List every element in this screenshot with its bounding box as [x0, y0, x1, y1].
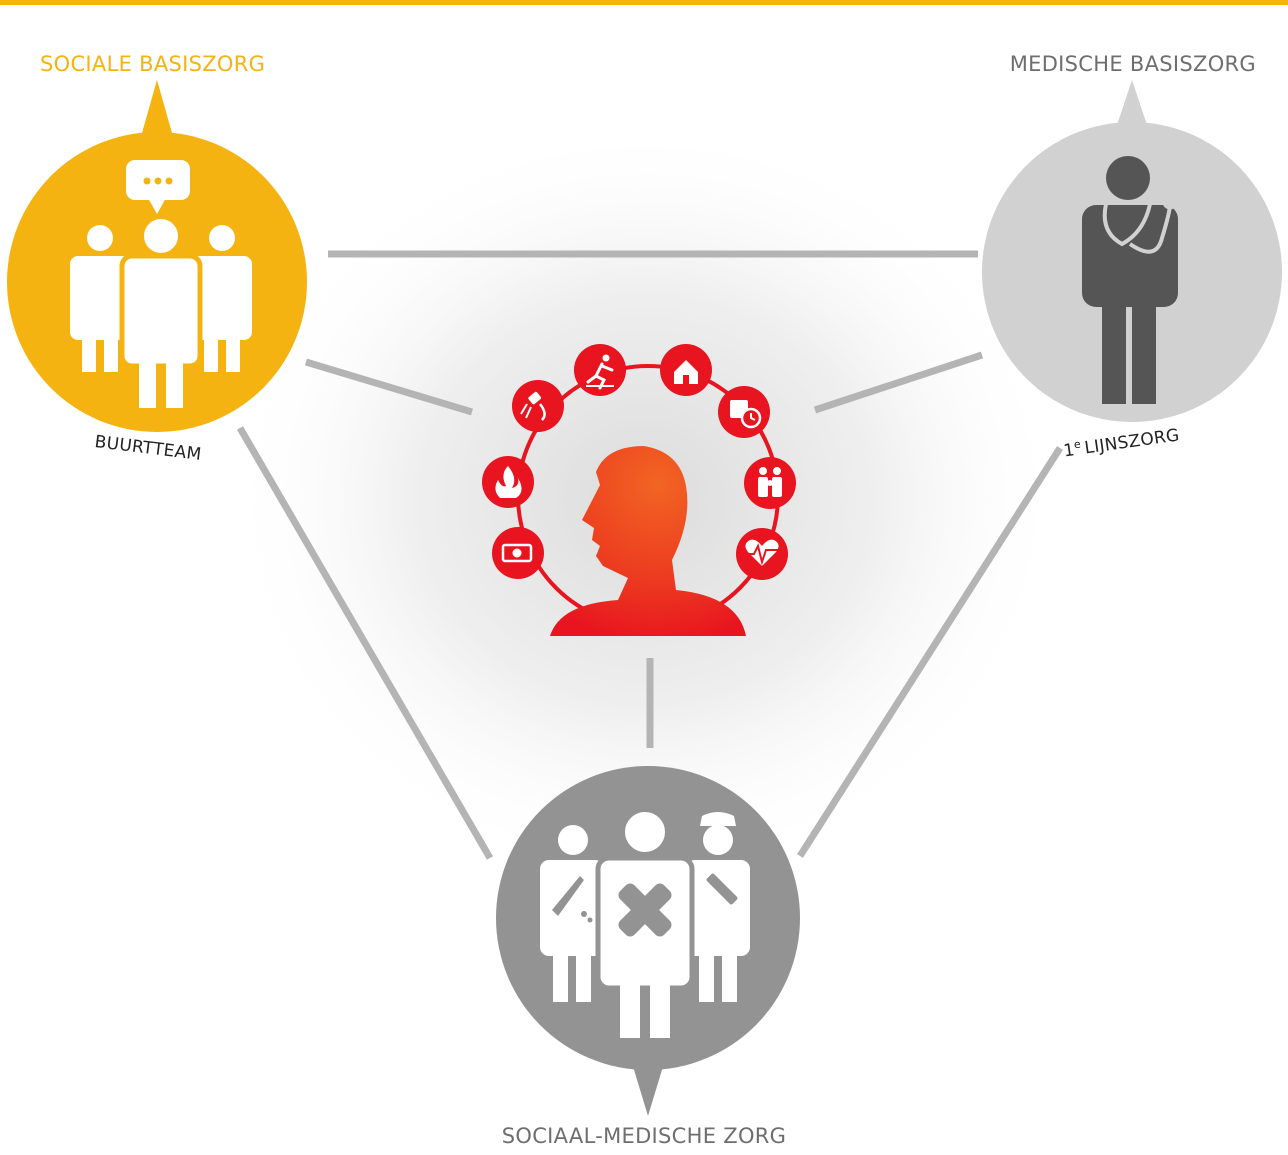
lijnszorg-superscript: e — [1073, 437, 1082, 452]
house-icon — [660, 344, 712, 396]
sociale-basiszorg-label: SOCIALE BASISZORG — [40, 52, 266, 76]
person-head-icon — [550, 446, 746, 636]
center-person-group — [482, 344, 796, 636]
fire-service-icon — [482, 456, 534, 508]
connector-left-bottom — [236, 426, 494, 860]
calendar-clock-icon — [718, 386, 770, 438]
connector-right-center — [813, 351, 984, 414]
doctor-stethoscope-icon — [1082, 156, 1178, 404]
medische-basiszorg-node — [982, 80, 1282, 422]
family-icon — [744, 457, 796, 509]
top-divider — [0, 0, 1288, 5]
shower-icon — [512, 380, 564, 432]
running-man-icon — [574, 344, 626, 396]
connector-right-bottom — [797, 446, 1063, 858]
sociaal-medische-zorg-node — [496, 766, 800, 1116]
money-icon — [492, 527, 544, 579]
team-chat-icon — [70, 160, 252, 408]
connector-lines — [236, 250, 1063, 860]
sociaal-medische-zorg-label: SOCIAAL-MEDISCHE ZORG — [501, 1124, 787, 1148]
heartbeat-icon — [736, 528, 788, 580]
sociale-basiszorg-node — [7, 80, 307, 432]
connector-left-center — [304, 358, 474, 416]
care-workers-icon — [540, 808, 750, 1038]
medische-basiszorg-label: MEDISCHE BASISZORG — [1009, 52, 1256, 76]
